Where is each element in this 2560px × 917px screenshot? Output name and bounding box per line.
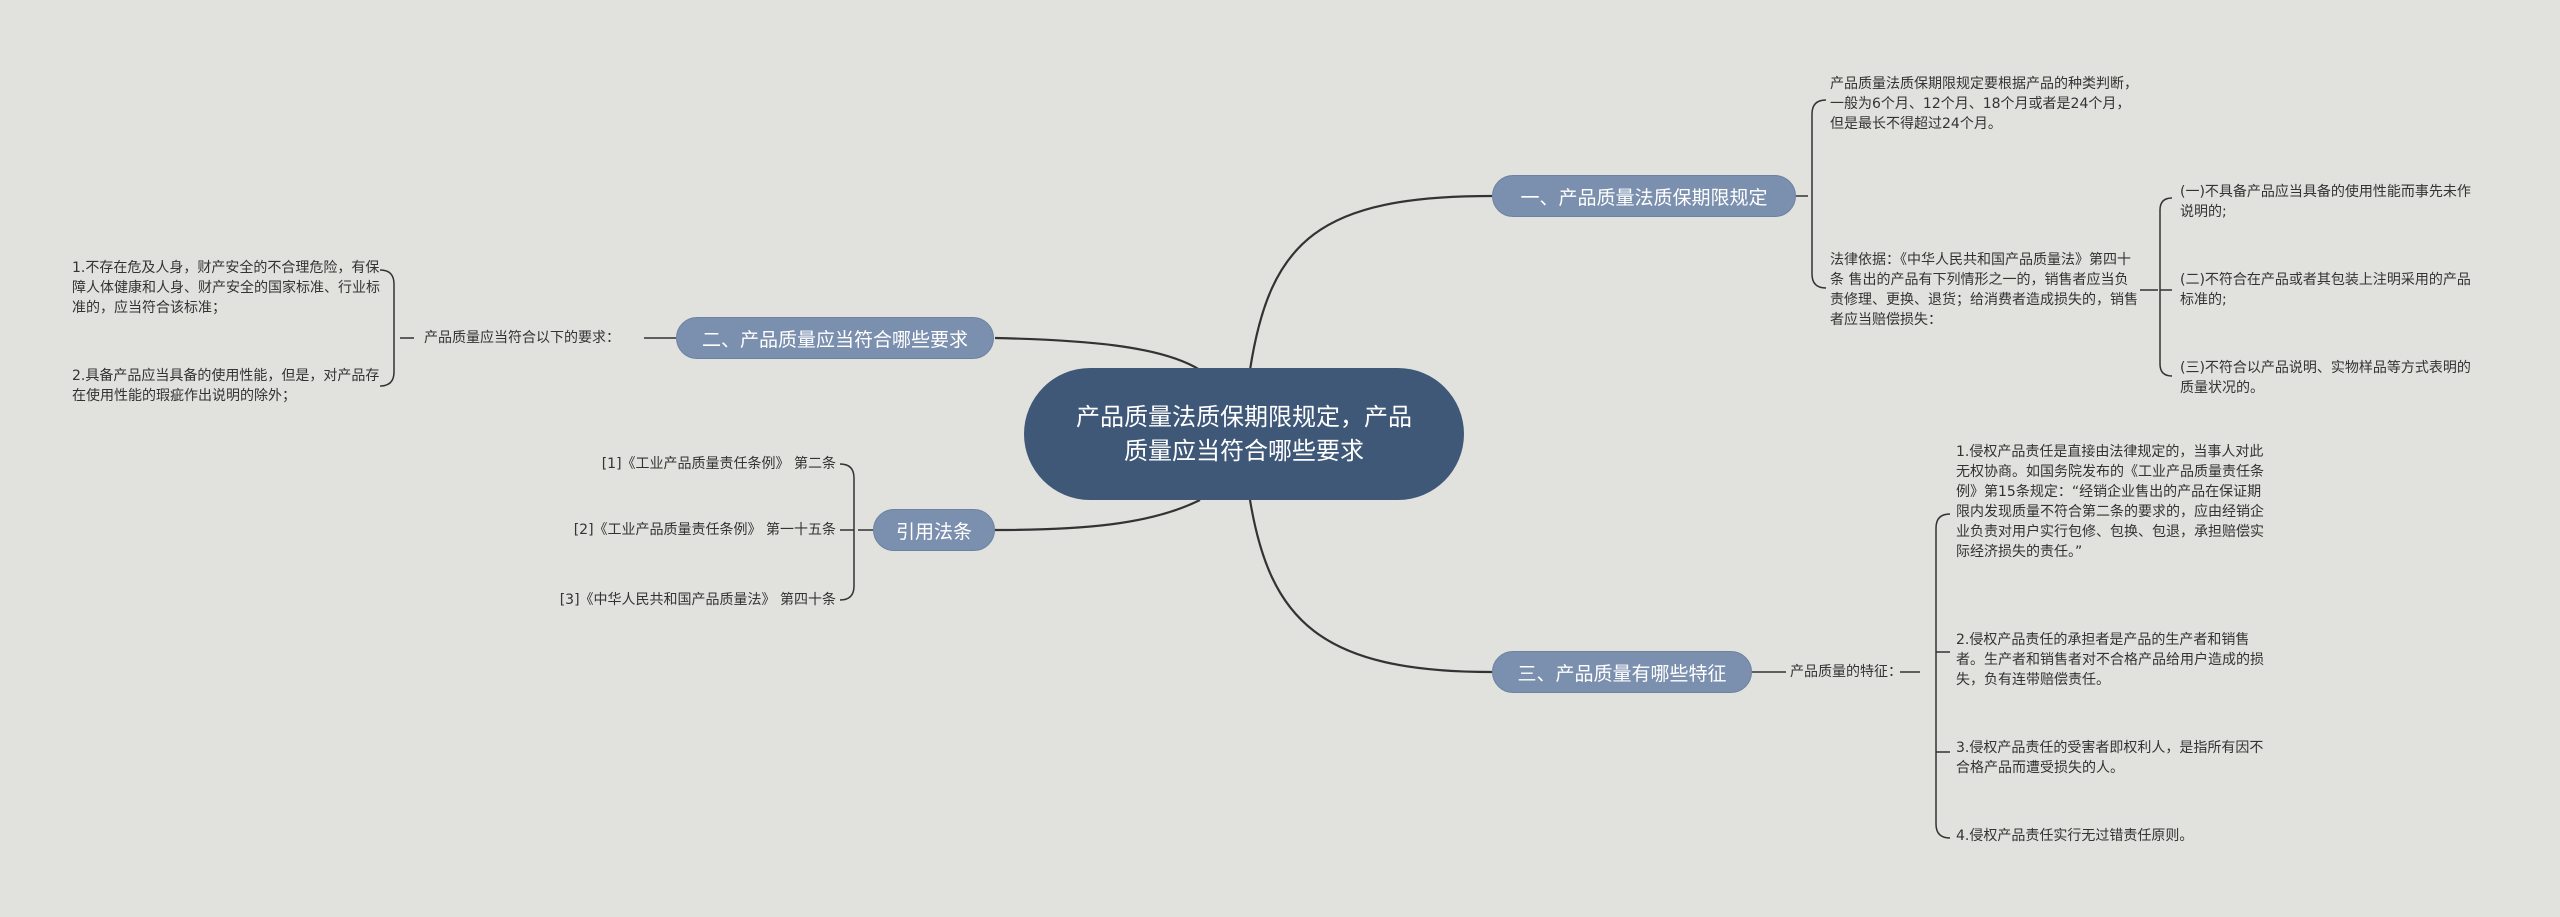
branch2-mid-label: 产品质量应当符合以下的要求：: [424, 330, 620, 346]
root-topic-label: 产品质量法质保期限规定，产品质量应当符合哪些要求: [1076, 403, 1412, 465]
branch3-leaf-1: 1.侵权产品责任是直接由法律规定的，当事人对此无权协商。如国务院发布的《工业产品…: [1956, 444, 2264, 560]
topic-branch3-label: 三、产品质量有哪些特征: [1517, 662, 1727, 685]
bracket-b2: [379, 269, 395, 387]
topic-branch4-label: 引用法条: [895, 520, 972, 543]
topic-branch2[interactable]: 二、产品质量应当符合哪些要求: [676, 317, 994, 359]
branch2-leaf-1: 1.不存在危及人身，财产安全的不合理危险，有保障人体健康和人身、财产安全的国家标…: [72, 260, 380, 316]
bracket-b1: [1811, 99, 1827, 289]
branch1-sub-item-2: (二)不符合在产品或者其包装上注明采用的产品标准的;: [2180, 272, 2471, 308]
edge-root-branch3: [1248, 499, 1493, 674]
topic-branch4[interactable]: 引用法条: [873, 509, 995, 551]
branch3-mid-label: 产品质量的特征：: [1790, 664, 1902, 680]
edge-root-branch1: [1248, 194, 1493, 371]
branch3-leaf-2: 2.侵权产品责任的承担者是产品的生产者和销售者。生产者和销售者对不合格产品给用户…: [1956, 632, 2264, 688]
branch2-leaf-2: 2.具备产品应当具备的使用性能，但是，对产品存在使用性能的瑕疵作出说明的除外；: [72, 368, 380, 404]
edge-root-branch4: [994, 499, 1201, 532]
topic-branch1-label: 一、产品质量法质保期限规定: [1520, 186, 1768, 209]
branch4-citation-3: [3]《中华人民共和国产品质量法》 第四十条: [559, 592, 836, 608]
edge-root-branch2: [994, 336, 1201, 371]
branch1-sub-item-3: (三)不符合以产品说明、实物样品等方式表明的质量状况的。: [2180, 360, 2471, 396]
root-topic[interactable]: 产品质量法质保期限规定，产品质量应当符合哪些要求: [1024, 368, 1464, 500]
topic-branch2-label: 二、产品质量应当符合哪些要求: [701, 328, 968, 351]
branch4-citation-1: [1]《工业产品质量责任条例》 第二条: [601, 456, 836, 472]
topic-branch3[interactable]: 三、产品质量有哪些特征: [1492, 651, 1752, 693]
bracket-b3: [1935, 513, 1951, 839]
bracket-b4: [839, 463, 855, 601]
branch3-leaf-3: 3.侵权产品责任的受害者即权利人，是指所有因不合格产品而遭受损失的人。: [1956, 740, 2264, 776]
branch1-sub-item-1: (一)不具备产品应当具备的使用性能而事先未作说明的;: [2180, 184, 2471, 220]
bracket-b1-sub: [2159, 197, 2173, 377]
branch3-leaf-4: 4.侵权产品责任实行无过错责任原则。: [1956, 828, 2194, 844]
branch1-leaf-legal-basis: 法律依据：《中华人民共和国产品质量法》第四十条 售出的产品有下列情形之一的，销售…: [1830, 252, 2138, 328]
branch1-leaf-period: 产品质量法质保期限规定要根据产品的种类判断，一般为6个月、12个月、18个月或者…: [1830, 76, 2138, 132]
branch4-citation-2: [2]《工业产品质量责任条例》 第一十五条: [573, 522, 836, 538]
topic-branch1[interactable]: 一、产品质量法质保期限规定: [1492, 175, 1796, 217]
